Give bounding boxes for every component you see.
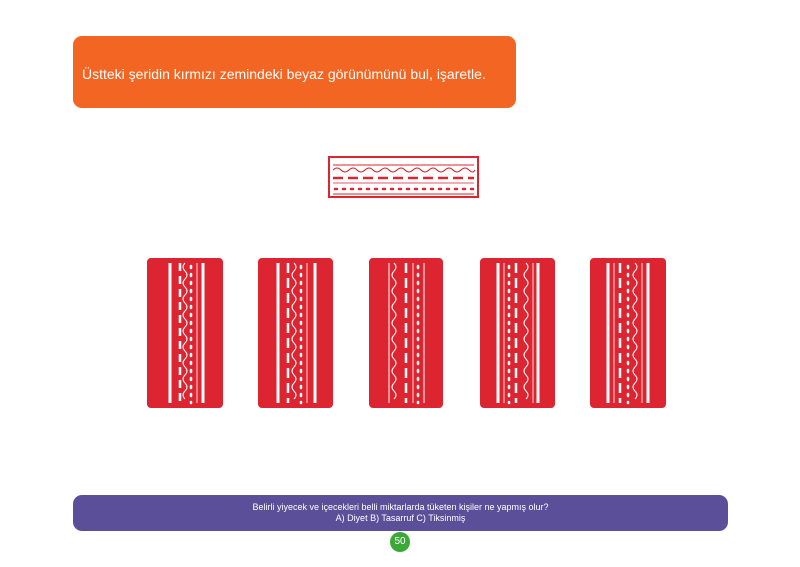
option-card-5[interactable] bbox=[590, 258, 666, 408]
answer-choices: A) Diyet B) Tasarruf C) Tiksinmiş bbox=[335, 513, 466, 523]
option-card-4[interactable] bbox=[480, 258, 555, 408]
reference-strip bbox=[328, 156, 479, 198]
option-card-2[interactable] bbox=[258, 258, 333, 408]
page-number: 50 bbox=[390, 532, 410, 552]
question-box: Belirli yiyecek ve içecekleri belli mikt… bbox=[73, 495, 728, 531]
option-card-3[interactable] bbox=[369, 258, 443, 408]
instruction-banner: Üstteki şeridin kırmızı zemindeki beyaz … bbox=[73, 36, 516, 108]
instruction-text: Üstteki şeridin kırmızı zemindeki beyaz … bbox=[82, 66, 486, 82]
question-text: Belirli yiyecek ve içecekleri belli mikt… bbox=[252, 502, 549, 512]
option-card-1[interactable] bbox=[147, 258, 223, 408]
